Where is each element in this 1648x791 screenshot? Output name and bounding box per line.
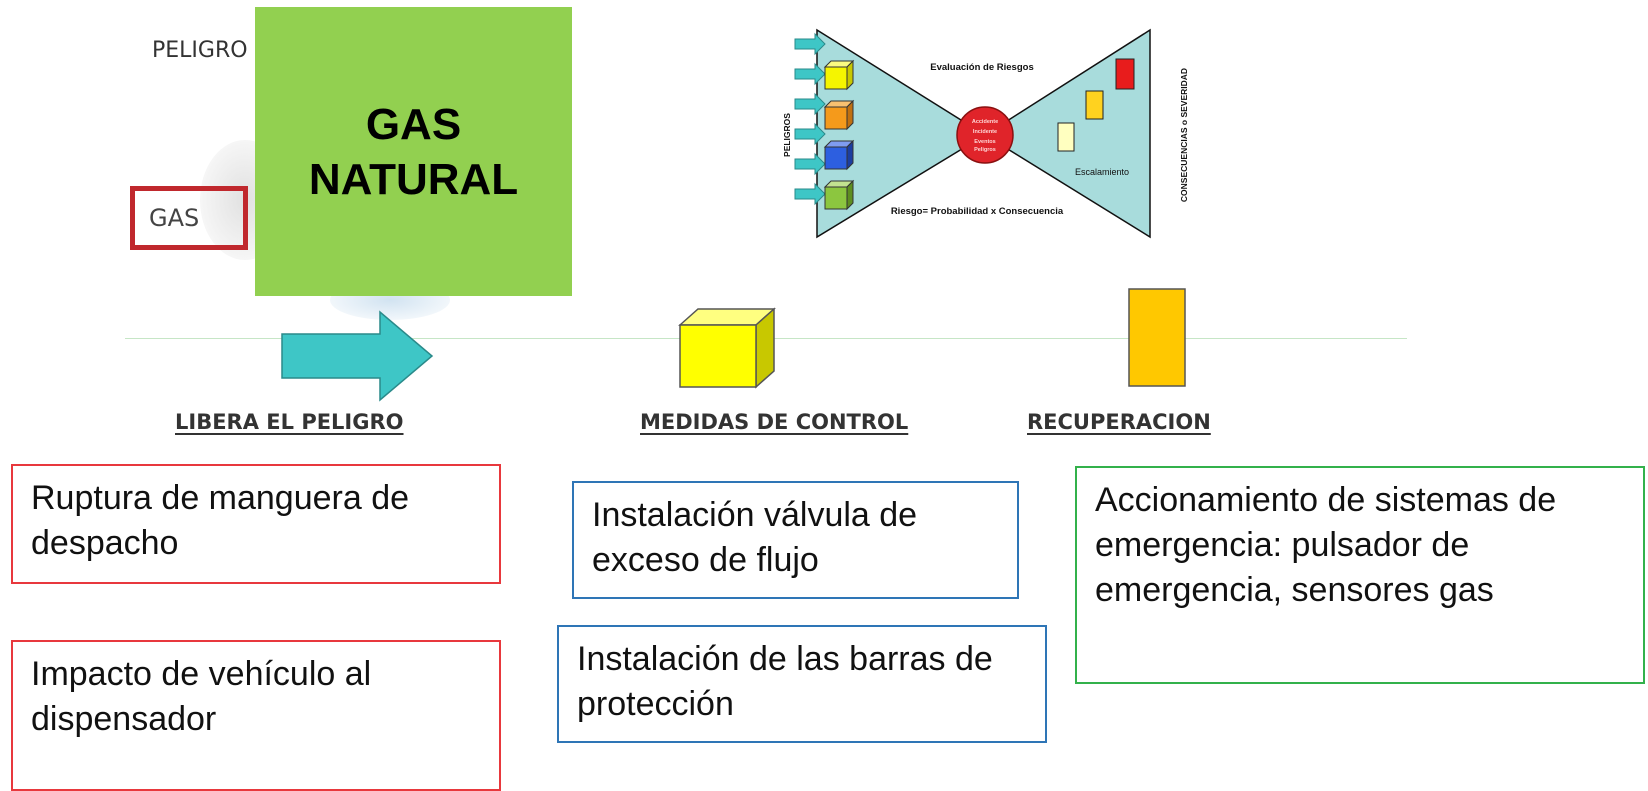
top-event-text-1: Accidente	[972, 119, 998, 125]
control-text: Instalación válvula de exceso de flujo	[592, 496, 918, 580]
barrier-cube-blue	[823, 139, 855, 171]
central-hazard-box: GAS NATURAL	[255, 7, 572, 296]
hazard-arrows	[794, 32, 826, 206]
top-event-text-3: Eventos	[974, 139, 995, 145]
hazard-arrow	[794, 92, 826, 116]
peligro-label: PELIGRO	[152, 38, 248, 63]
bowtie-left-label: PELIGROS	[782, 113, 792, 157]
hazard-arrow	[794, 122, 826, 146]
cause-text: Impacto de vehículo al dispensador	[31, 655, 372, 739]
hazard-arrow	[794, 32, 826, 56]
control-section-label: MEDIDAS DE CONTROL	[640, 410, 909, 434]
control-box-excess-flow-valve: Instalación válvula de exceso de flujo	[572, 481, 1019, 599]
top-event-text-2: Incidente	[973, 129, 997, 135]
barrier-cubes	[823, 59, 855, 211]
gas-label-box: GAS	[130, 186, 248, 250]
barrier-cube-orange	[823, 99, 855, 131]
release-arrow-icon	[281, 310, 434, 402]
escalation-step-3	[1115, 58, 1135, 90]
escalation-step-1	[1057, 122, 1075, 152]
gas-label: GAS	[149, 204, 200, 232]
bowtie-bottom-label: Riesgo= Probabilidad x Consecuencia	[891, 206, 1064, 217]
hazard-arrow	[794, 152, 826, 176]
cause-box-vehicle-impact: Impacto de vehículo al dispensador	[11, 640, 501, 791]
barrier-cube-green	[823, 179, 855, 211]
recovery-text: Accionamiento de sistemas de emergencia:…	[1095, 481, 1557, 610]
control-box-protection-bars: Instalación de las barras de protección	[557, 625, 1047, 743]
bowtie-diagram: Accidente Incidente Eventos Peligros Eva…	[782, 28, 1189, 239]
control-cube-icon	[678, 307, 776, 389]
bowtie-top-label: Evaluación de Riesgos	[930, 62, 1033, 73]
central-hazard-line2: NATURAL	[308, 154, 519, 204]
top-event-circle	[956, 106, 1014, 164]
cause-box-hose-rupture: Ruptura de manguera de despacho	[11, 464, 501, 584]
recovery-section-label: RECUPERACION	[1027, 410, 1211, 434]
recovery-bar-icon	[1128, 288, 1186, 387]
cause-text: Ruptura de manguera de despacho	[31, 479, 410, 563]
escalation-step-2	[1085, 90, 1104, 120]
top-event-text-4: Peligros	[974, 147, 996, 153]
escalation-steps	[1057, 58, 1135, 152]
escalation-label: Escalamiento	[1075, 167, 1129, 177]
hazard-arrow	[794, 182, 826, 206]
central-hazard-line1: GAS	[365, 99, 462, 149]
bowtie-right-label: CONSECUENCIAS o SEVERIDAD	[1179, 68, 1189, 202]
hazard-arrow	[794, 62, 826, 86]
barrier-cube-yellow	[823, 59, 855, 91]
recovery-box-emergency-systems: Accionamiento de sistemas de emergencia:…	[1075, 466, 1645, 684]
release-section-label: LIBERA EL PELIGRO	[175, 410, 404, 434]
control-text: Instalación de las barras de protección	[577, 640, 993, 724]
